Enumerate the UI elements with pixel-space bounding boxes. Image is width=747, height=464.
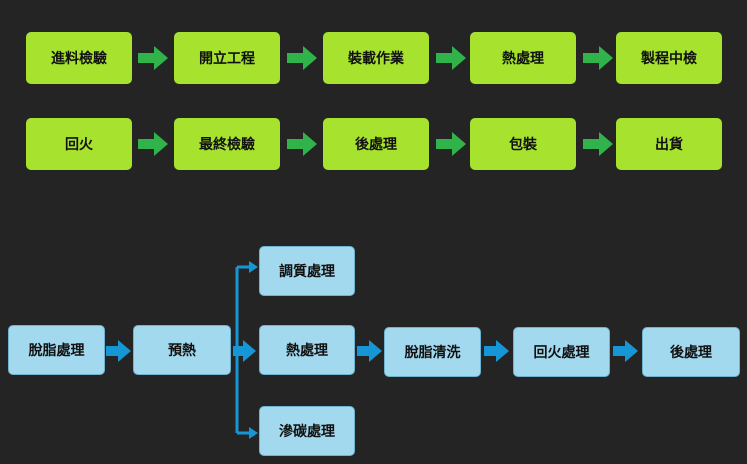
step-shipping: 出貨 [616, 118, 722, 170]
arrow-branch-bottom [249, 427, 258, 439]
flow-degreasing: 脫脂處理 [8, 325, 105, 375]
step-open-work-order: 開立工程 [174, 32, 280, 84]
arrow-r2-1 [138, 132, 168, 156]
arrow-b-3 [357, 340, 382, 362]
arrow-r1-1 [138, 46, 168, 70]
step-heat-treatment: 熱處理 [470, 32, 576, 84]
arrow-b-5 [613, 340, 638, 362]
arrow-r2-2 [287, 132, 317, 156]
flow-quench-temper: 調質處理 [259, 246, 355, 296]
arrow-r1-2 [287, 46, 317, 70]
arrow-r1-4 [583, 46, 613, 70]
step-post-processing: 後處理 [323, 118, 429, 170]
flow-heat-treatment: 熱處理 [259, 325, 355, 375]
step-in-process-inspection: 製程中檢 [616, 32, 722, 84]
flow-carburizing: 滲碳處理 [259, 406, 355, 456]
arrow-r2-3 [436, 132, 466, 156]
arrow-r2-4 [583, 132, 613, 156]
arrow-b-2 [233, 340, 256, 362]
step-packaging: 包裝 [470, 118, 576, 170]
step-tempering: 回火 [26, 118, 132, 170]
step-loading: 裝載作業 [323, 32, 429, 84]
flow-post-processing: 後處理 [642, 327, 740, 377]
step-final-inspection: 最終檢驗 [174, 118, 280, 170]
arrow-b-1 [106, 340, 131, 362]
arrow-r1-3 [436, 46, 466, 70]
step-incoming-inspection: 進料檢驗 [26, 32, 132, 84]
flow-preheating: 預熱 [133, 325, 231, 375]
arrow-branch-top [249, 261, 258, 273]
arrow-b-4 [484, 340, 509, 362]
flow-tempering: 回火處理 [513, 327, 610, 377]
flow-degrease-wash: 脫脂清洗 [384, 327, 481, 377]
